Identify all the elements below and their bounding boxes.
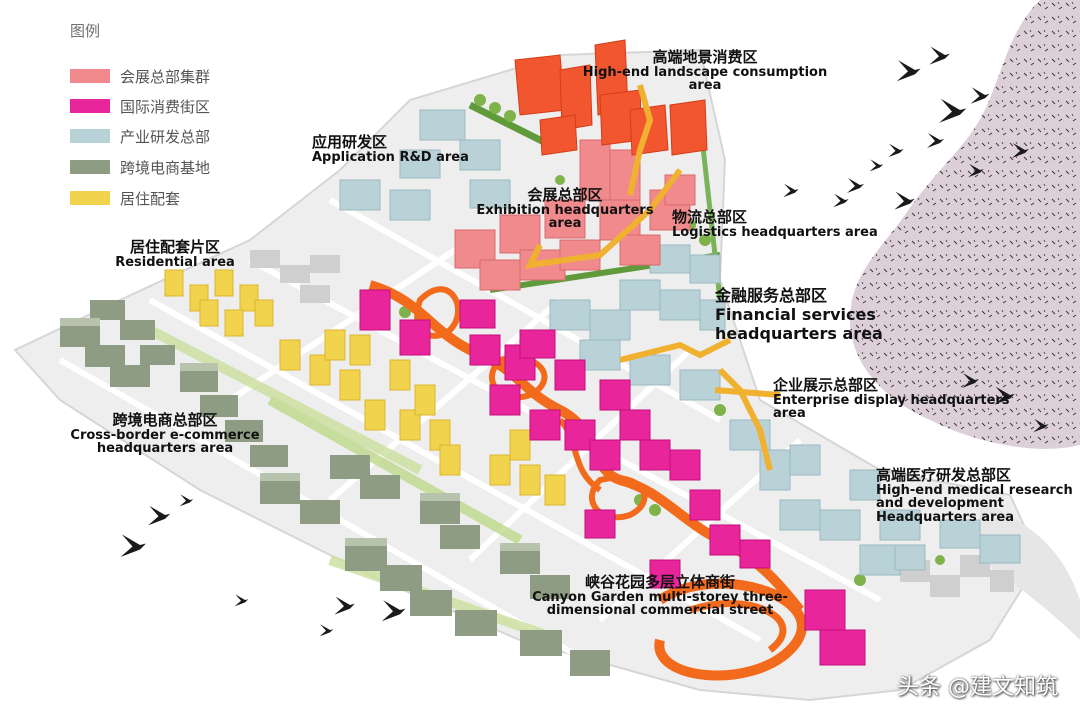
zone-name-en: Headquarters area: [876, 510, 1014, 526]
legend-swatch: [70, 191, 110, 205]
zone-name-zh: 跨境电商总部区: [112, 411, 218, 429]
zone-label-crossborder: 跨境电商总部区 Cross-border e-commerce headquar…: [60, 411, 270, 457]
zone-label-logistics: 物流总部区 Logistics headquarters area: [672, 208, 882, 240]
zone-name-en: Enterprise display headquarters: [773, 392, 1010, 408]
watermark: 头条 @建文知筑: [897, 675, 1058, 700]
zone-name-zh: 金融服务总部区: [715, 286, 828, 305]
legend-item-residential-support: 居住配套: [70, 188, 180, 208]
legend-swatch: [70, 129, 110, 143]
zone-name-en: and development: [876, 496, 1004, 512]
residential-buildings: [164, 269, 566, 506]
zone-label-medical: 高端医疗研发总部区 High-end medical research and …: [876, 466, 1076, 526]
zone-name-en: headquarters area: [96, 441, 234, 457]
zone-name-en: Exhibition headquarters: [476, 202, 654, 218]
zone-name-en: Financial services: [715, 304, 876, 324]
zone-name-zh: 峡谷花园多层立体商街: [584, 573, 735, 591]
crossborder-roofs: [60, 318, 540, 551]
zone-name-en: dimensional commercial street: [546, 603, 774, 619]
legend-swatch: [70, 99, 110, 113]
zone-name-en: area: [773, 406, 806, 422]
zone-name-zh: 居住配套片区: [129, 238, 220, 256]
zone-label-residential: 居住配套片区 Residential area: [110, 238, 240, 270]
legend-item-consumption-block: 国际消费街区: [70, 96, 210, 116]
zone-name-zh: 高端地景消费区: [652, 48, 758, 66]
zone-name-zh: 企业展示总部区: [773, 376, 879, 394]
zone-name-en: High-end medical research: [876, 482, 1073, 498]
zone-label-application-rd: 应用研发区 Application R&D area: [312, 133, 482, 165]
zone-label-enterprise-display: 企业展示总部区 Enterprise display headquarters …: [773, 376, 1018, 422]
zone-label-canyon-garden: 峡谷花园多层立体商街 Canyon Garden multi-storey th…: [530, 573, 790, 619]
landscape-consumption-buildings: [514, 39, 708, 156]
zone-label-exhibition: 会展总部区 Exhibition headquarters area: [470, 186, 660, 232]
zone-name-zh: 高端医疗研发总部区: [876, 466, 1012, 484]
legend-item-exhibition-cluster: 会展总部集群: [70, 66, 210, 86]
legend-label: 跨境电商基地: [120, 158, 211, 177]
legend-item-rd-headquarters: 产业研发总部: [70, 126, 210, 146]
legend-label: 产业研发总部: [120, 127, 211, 146]
zone-label-highend-landscape: 高端地景消费区 High-end landscape consumption a…: [580, 48, 830, 94]
legend-label: 会展总部集群: [120, 67, 211, 86]
water-area: [850, 0, 1080, 449]
zone-name-zh: 会展总部区: [527, 186, 603, 204]
zone-name-en: headquarters area: [715, 323, 883, 343]
zone-name-en: Logistics headquarters area: [672, 224, 878, 240]
consumption-buildings: [359, 289, 866, 666]
rd-buildings: [339, 109, 1021, 576]
legend-item-ecommerce-base: 跨境电商基地: [70, 157, 210, 177]
zone-name-en: High-end landscape consumption: [582, 64, 828, 80]
zone-name-en: Residential area: [115, 254, 235, 270]
zone-name-en: area: [688, 78, 722, 94]
zone-name-zh: 物流总部区: [672, 208, 748, 226]
zone-name-en: Application R&D area: [312, 149, 469, 165]
exhibition-buildings: [454, 139, 696, 291]
legend-label: 国际消费街区: [120, 97, 211, 116]
zone-name-en: area: [548, 216, 582, 232]
pedestrian-walkway: [524, 84, 781, 471]
zone-label-financial: 金融服务总部区 Financial services headquarters …: [715, 286, 895, 343]
zone-name-zh: 应用研发区: [312, 133, 388, 151]
legend-title: 图例: [70, 22, 101, 40]
legend-swatch: [70, 160, 110, 174]
legend-swatch: [70, 69, 110, 83]
crossborder-buildings: [60, 300, 610, 676]
legend-label: 居住配套: [120, 189, 181, 208]
zone-name-en: Canyon Garden multi-storey three-: [532, 589, 788, 605]
zone-name-en: Cross-border e-commerce: [70, 427, 260, 443]
